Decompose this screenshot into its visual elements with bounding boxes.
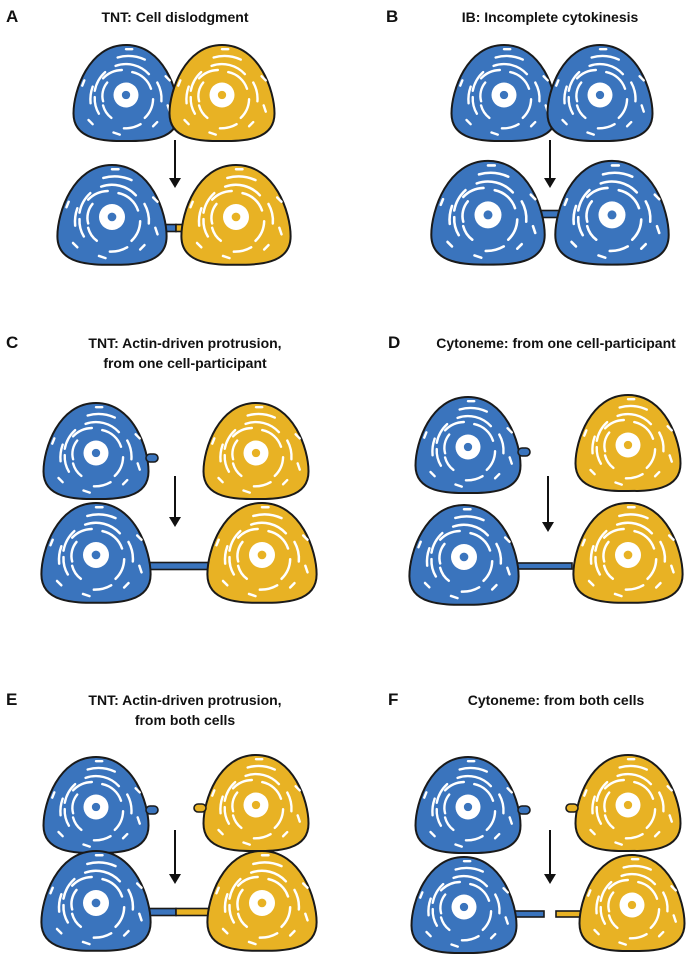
panel-f-cell-left: [414, 755, 522, 855]
panel-f-arrow: [544, 830, 556, 884]
panel-d-protrusion-knob: [517, 447, 531, 457]
panel-b-arrow: [544, 140, 556, 188]
panel-letter-d: D: [388, 333, 400, 352]
panel-e-tnt-yellow: [175, 907, 213, 917]
panel-title-b: IB: Incomplete cytokinesis: [462, 9, 639, 25]
panel-f-protrusion-knob-left: [517, 805, 531, 815]
panel-e-protrusion-knob-left: [145, 805, 159, 815]
panel-c-arrow: [169, 476, 181, 527]
panel-e-protrusion-knob-right: [193, 803, 207, 813]
panel-letter-c: C: [6, 333, 18, 352]
panel-title-a: TNT: Cell dislodgment: [102, 9, 249, 25]
panel-c-header: C TNT: Actin-driven protrusion, from one…: [6, 333, 282, 371]
panel-b-cell-left-after: [430, 159, 546, 266]
panel-c-cell-right: [202, 401, 310, 501]
panel-e-cell-left: [42, 755, 150, 855]
panel-f-cell-left-after: [410, 855, 518, 955]
panel-a-cell-left: [72, 43, 180, 143]
panel-letter-f: F: [388, 690, 398, 709]
panel-title-e-line2: from both cells: [135, 712, 236, 728]
panel-f-cell-right: [574, 753, 682, 853]
panel-letter-b: B: [386, 7, 398, 26]
panel-e-header: E TNT: Actin-driven protrusion, from bot…: [6, 690, 282, 728]
cell-drawing-layer: [40, 43, 686, 955]
panel-c-cell-left-after: [40, 501, 152, 604]
panel-d-header: D Cytoneme: from one cell-participant: [388, 333, 676, 352]
panel-e-cell-right-after: [206, 849, 318, 952]
panel-letter-a: A: [6, 7, 18, 26]
panel-c-protrusion-knob: [145, 453, 159, 463]
panel-c-cell-right-after: [206, 501, 318, 604]
panel-b-cell-left: [450, 43, 558, 143]
panel-b-header: B IB: Incomplete cytokinesis: [386, 7, 639, 26]
panel-b-cell-right: [546, 43, 654, 143]
panel-title-d: Cytoneme: from one cell-participant: [436, 335, 676, 351]
panel-a-header: A TNT: Cell dislodgment: [6, 7, 249, 26]
panel-a-arrow: [169, 140, 181, 188]
panel-title-f: Cytoneme: from both cells: [468, 692, 645, 708]
panel-e-arrow: [169, 830, 181, 884]
panel-d-arrow: [542, 476, 554, 532]
panel-f-header: F Cytoneme: from both cells: [388, 690, 644, 709]
panel-f-cell-right-after: [578, 853, 686, 953]
panel-b-cell-right-after: [554, 159, 670, 266]
panel-d-cell-right: [574, 393, 682, 493]
panel-c-cell-left: [42, 401, 150, 501]
panel-a-cell-left-after: [56, 163, 168, 266]
panel-f-protrusion-knob-right: [565, 803, 579, 813]
panel-title-c-line1: TNT: Actin-driven protrusion,: [88, 335, 281, 351]
panel-d-cell-right-after: [572, 501, 684, 604]
panel-a-cell-right: [168, 43, 276, 143]
panel-a-cell-right-after: [180, 163, 292, 266]
panel-e-cell-left-after: [40, 849, 152, 952]
panel-e-cell-right: [202, 753, 310, 853]
panel-d-cell-left-after: [408, 503, 520, 606]
panel-letter-e: E: [6, 690, 17, 709]
panel-d-cell-left: [414, 395, 522, 495]
panel-title-e-line1: TNT: Actin-driven protrusion,: [88, 692, 281, 708]
panel-title-c-line2: from one cell-participant: [103, 355, 267, 371]
